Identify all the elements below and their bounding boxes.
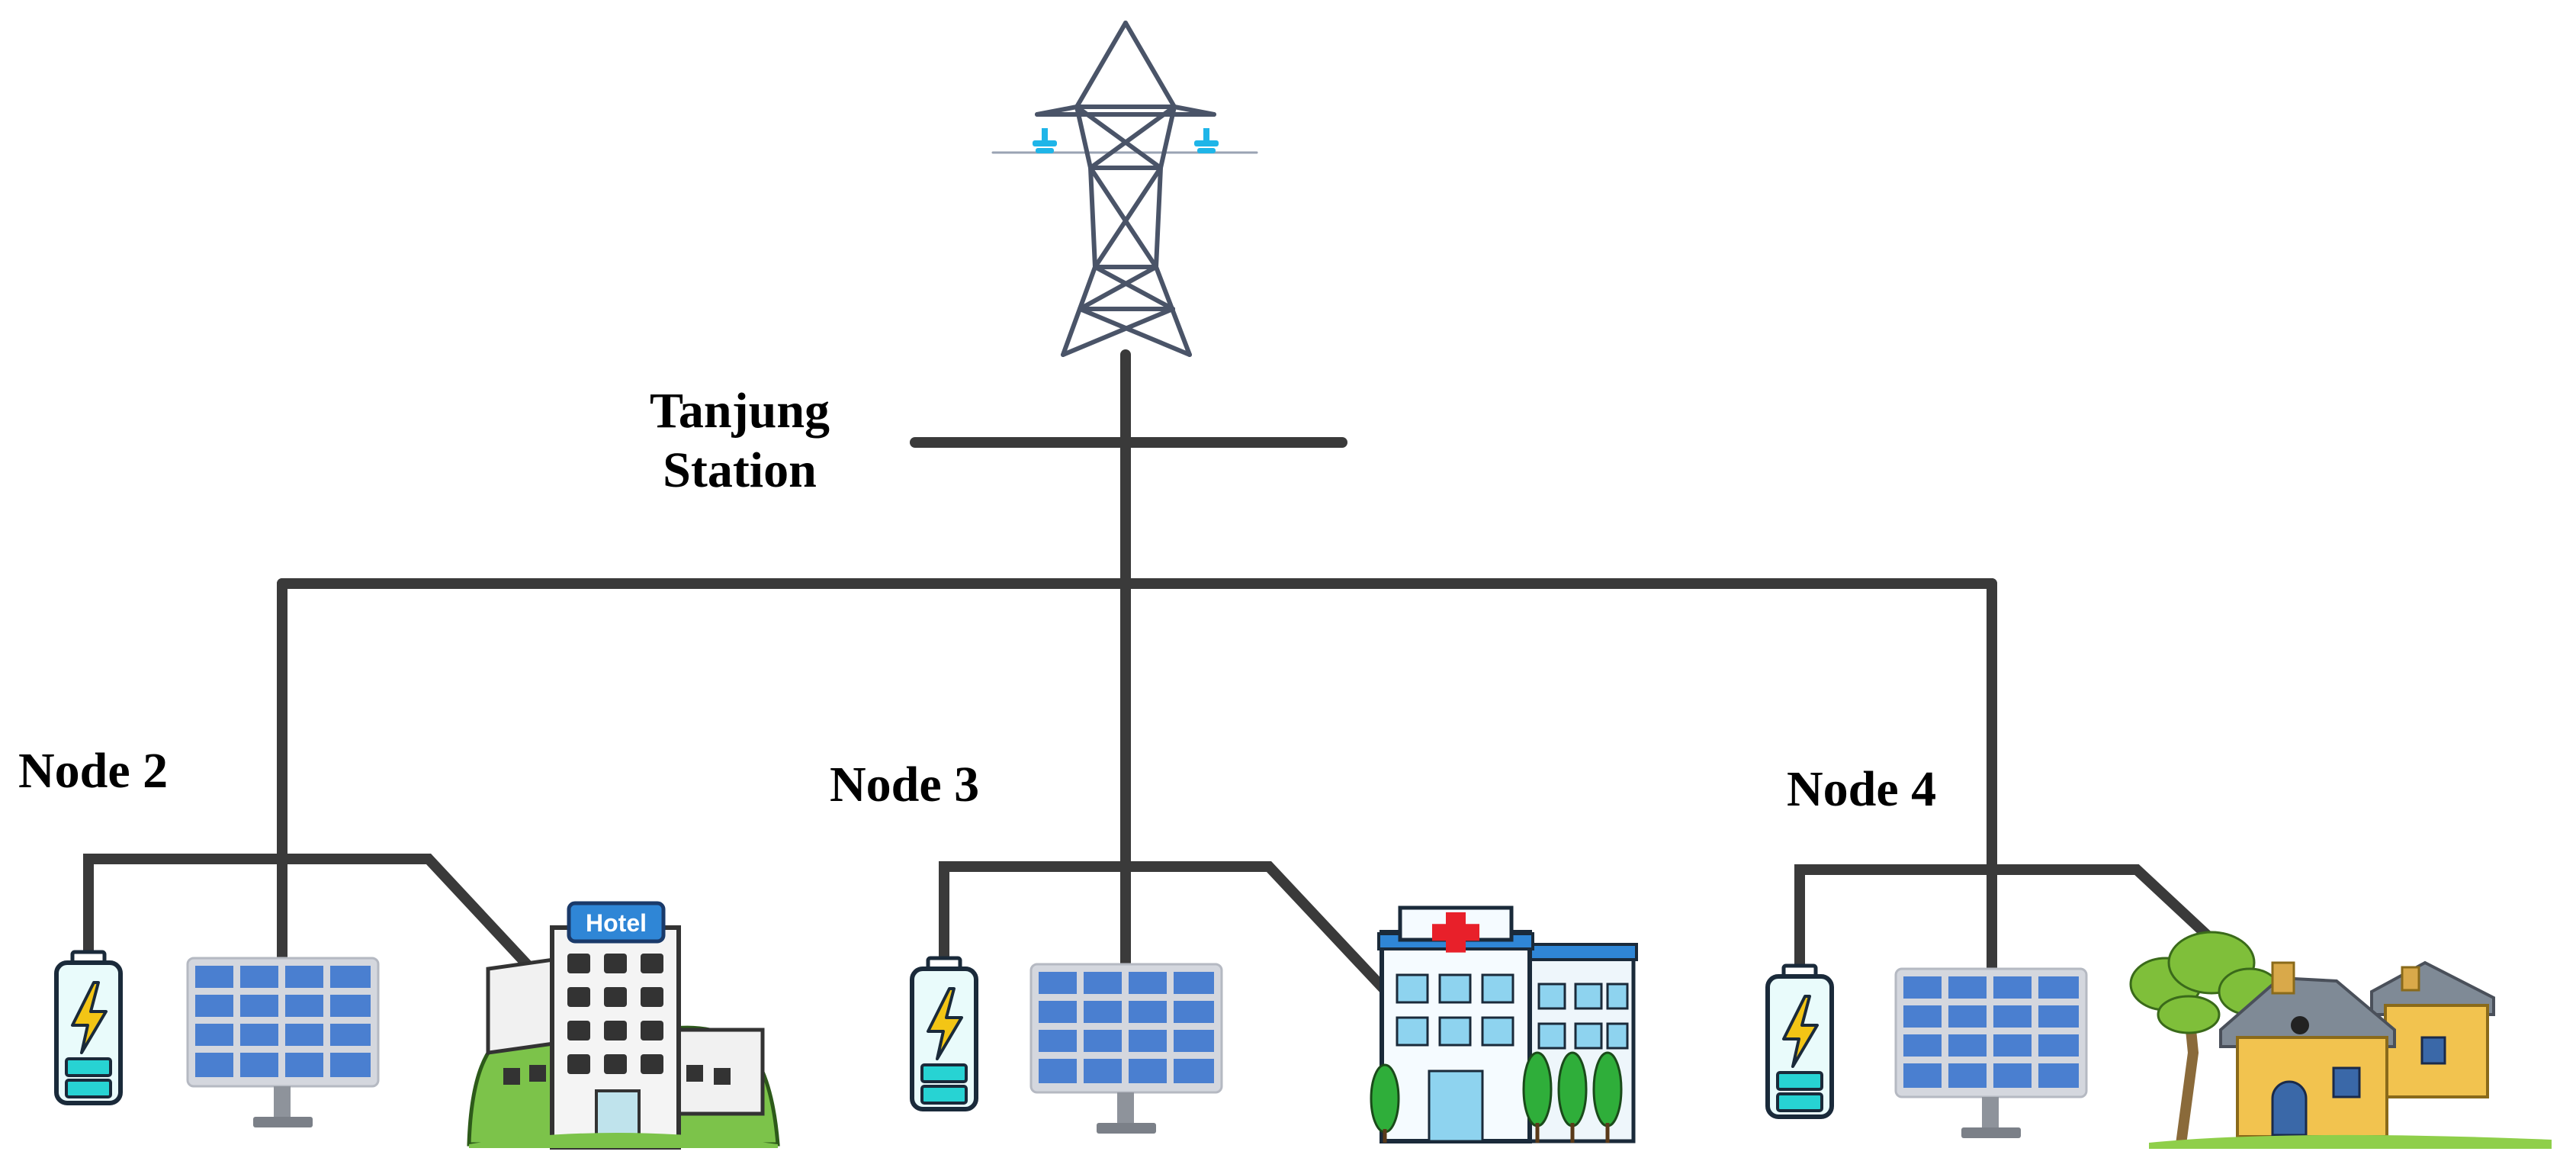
node4-label: Node 4	[1787, 761, 1937, 817]
node3-solar-panel-icon	[1029, 963, 1223, 1135]
node4-battery-icon	[1768, 966, 1832, 1117]
transmission-tower-icon	[991, 21, 1258, 357]
houses-icon	[2129, 931, 2552, 1149]
network-lines	[83, 349, 2232, 1002]
hotel-sign-text: Hotel	[586, 909, 647, 937]
node3-battery-icon	[912, 958, 976, 1109]
node3-label: Node 3	[830, 757, 980, 812]
station-name-line2: Station	[663, 442, 817, 498]
node2-label: Node 2	[18, 743, 169, 799]
hospital-icon	[1370, 905, 1638, 1143]
node2-battery-icon	[56, 952, 120, 1103]
station-label: Tanjung Station	[633, 381, 846, 500]
hotel-icon: Hotel	[467, 901, 780, 1150]
station-name-line1: Tanjung	[649, 383, 830, 439]
insulator-icon	[1033, 128, 1219, 153]
node2-solar-panel-icon	[186, 957, 380, 1129]
node4-solar-panel-icon	[1894, 967, 2088, 1140]
node2-bus	[83, 854, 562, 1002]
node3-bus	[939, 861, 1392, 997]
node4-bus	[1794, 864, 2232, 979]
